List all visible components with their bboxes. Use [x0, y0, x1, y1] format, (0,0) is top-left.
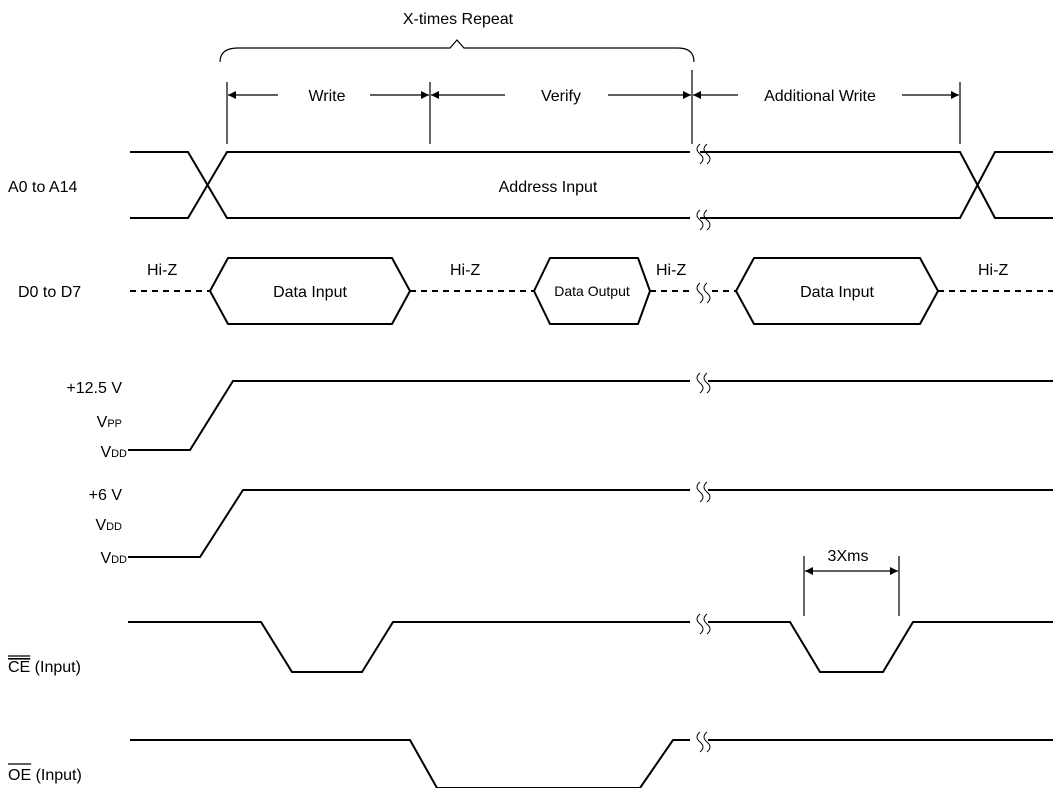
vpp-low-label: VDD [100, 444, 127, 461]
signal-label-address: A0 to A14 [8, 179, 77, 196]
data-input-label-2: Data Input [800, 284, 874, 301]
phase-label-write: Write [308, 88, 345, 105]
vpp-high-label: +12.5 V [66, 380, 122, 397]
phase-label-additional-write: Additional Write [764, 88, 876, 105]
signal-label-oe: OE (Input) [8, 767, 82, 784]
vdd-low-label: VDD [100, 550, 127, 567]
vdd-name-label: VDD [95, 517, 122, 534]
data-output-label: Data Output [554, 283, 630, 299]
repeat-label: X-times Repeat [403, 11, 514, 28]
vpp-name-label: VPP [97, 414, 122, 431]
address-input-label: Address Input [499, 179, 598, 196]
signal-label-data: D0 to D7 [18, 284, 81, 301]
signal-label-ce: CE (Input) [8, 659, 81, 676]
vpp-waveform [128, 380, 1053, 451]
oe-waveform [130, 739, 1053, 788]
data-bus-waveform [130, 257, 1053, 325]
hiz-label-2: Hi-Z [450, 262, 480, 279]
phase-label-verify: Verify [541, 88, 581, 105]
repeat-brace [219, 39, 695, 63]
hiz-label-3: Hi-Z [656, 262, 686, 279]
data-input-label-1: Data Input [273, 284, 347, 301]
hiz-label-1: Hi-Z [147, 262, 177, 279]
pulse-duration-label: 3Xms [828, 548, 869, 565]
ce-waveform [128, 621, 1053, 673]
address-bus-waveform [130, 151, 1053, 219]
time-break-marks [696, 143, 711, 753]
hiz-label-4: Hi-Z [978, 262, 1008, 279]
vdd-waveform [128, 489, 1053, 558]
vdd-high-label: +6 V [89, 487, 123, 504]
